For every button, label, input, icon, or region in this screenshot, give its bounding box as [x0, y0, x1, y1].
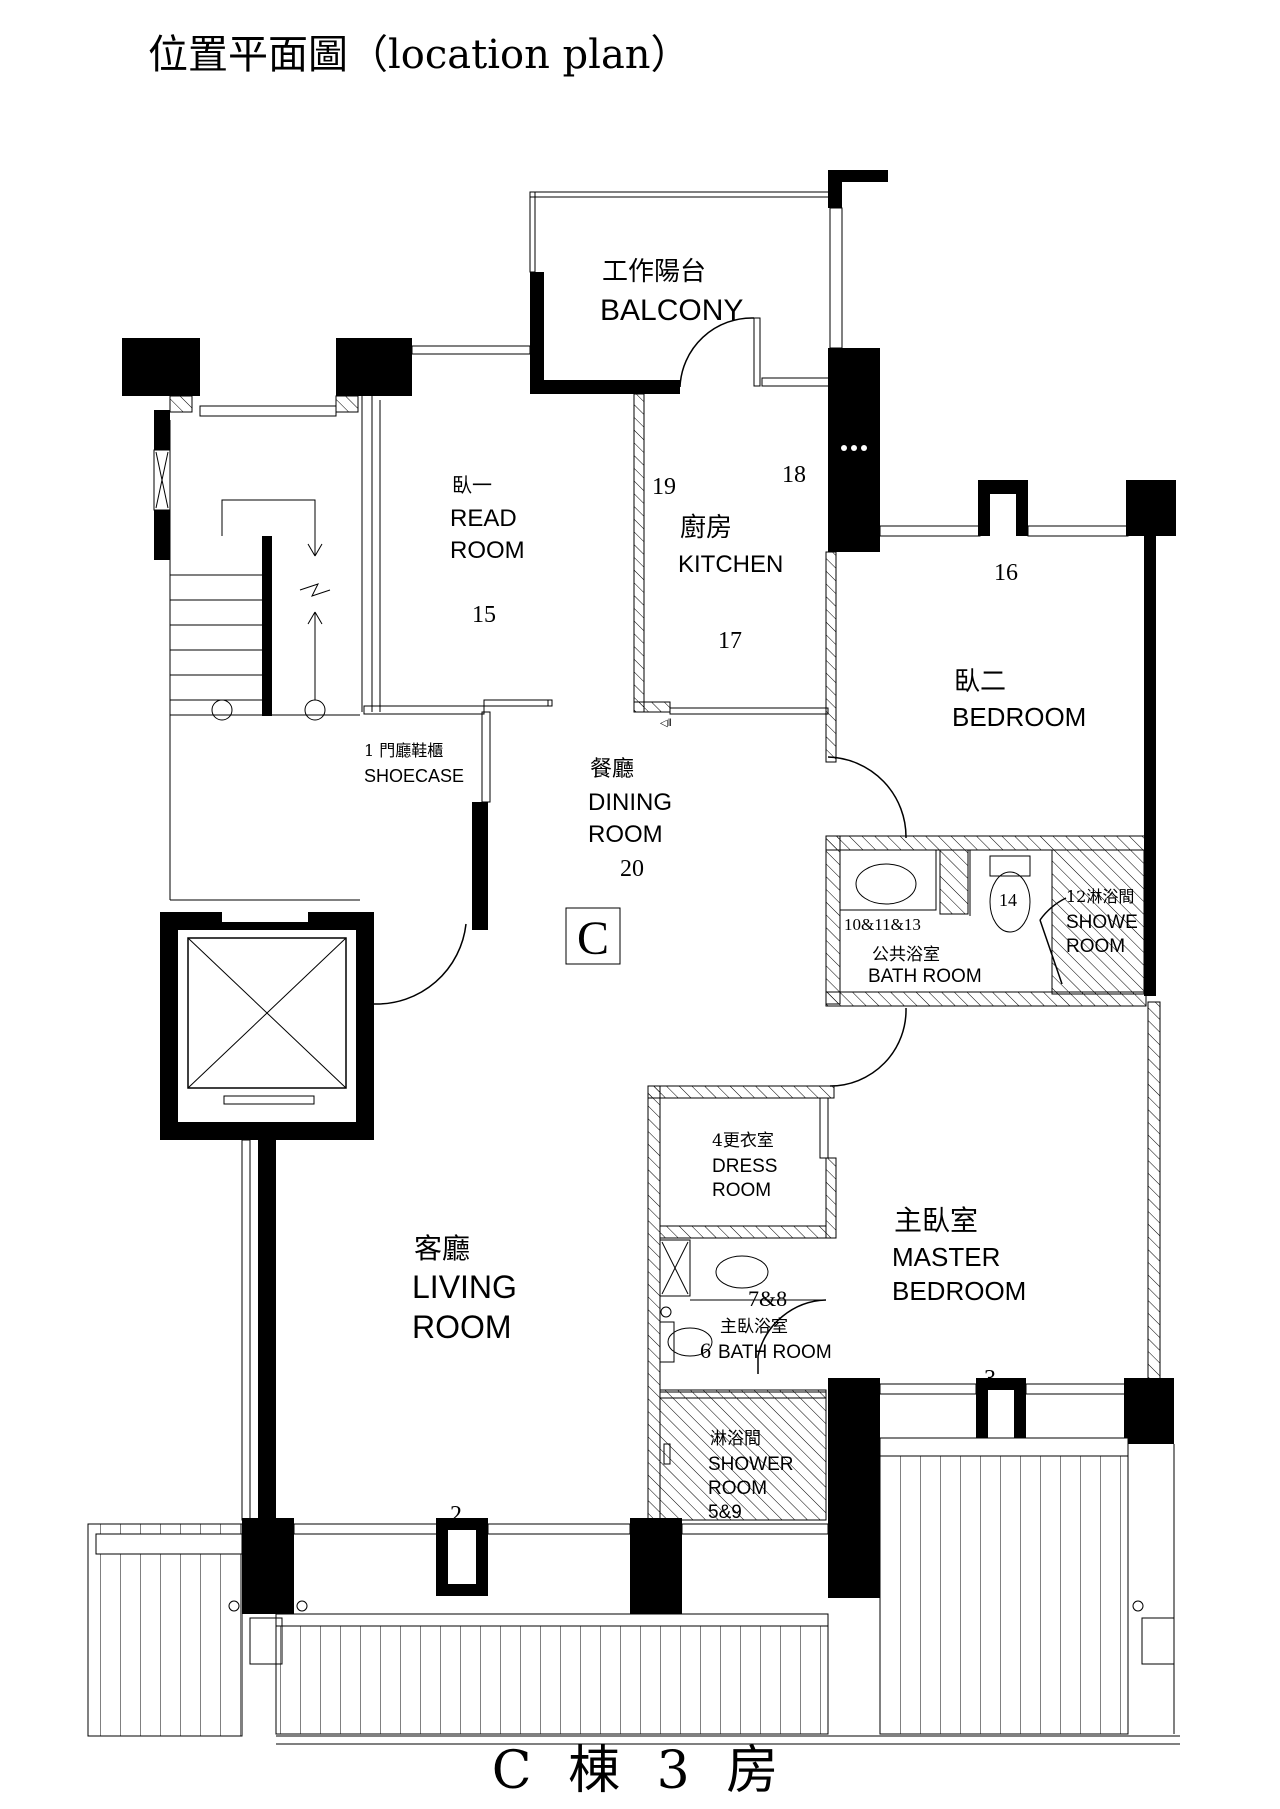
room-bath: 10&11&13 14 公共浴室 BATH ROOM	[844, 890, 1017, 987]
master-bath-number-a: 7&8	[748, 1286, 787, 1311]
kitchen-number-b: 18	[782, 462, 806, 488]
master-east-wall	[1147, 1001, 1161, 1383]
bath-door-swing	[829, 1007, 907, 1087]
kitchen-walls: ◁‖	[633, 393, 837, 763]
master-shower-label-en1: SHOWER	[708, 1454, 794, 1475]
master-bath-label-cn: 主臥浴室	[720, 1317, 788, 1337]
bath-label-en: BATH ROOM	[868, 966, 982, 987]
shower-label-cn: 12淋浴間	[1066, 887, 1134, 906]
master-shower-number: 5&9	[708, 1502, 742, 1523]
dining-label-en2: ROOM	[588, 821, 663, 848]
bedroom2-walls	[879, 480, 1176, 996]
terrace-number: 2	[450, 1502, 462, 1528]
bedroom2-label-en: BEDROOM	[952, 702, 1086, 732]
shower-label-en1: SHOWE	[1066, 912, 1138, 933]
room-balcony: 工作陽台 BALCONY	[600, 257, 743, 327]
room-dining: 餐廳 DINING ROOM 20	[588, 757, 672, 882]
kitchen-number-a: 19	[652, 474, 676, 500]
svg-text:◁‖: ◁‖	[660, 718, 672, 729]
master-bath-label-en: BATH ROOM	[718, 1342, 832, 1363]
read-label-en1: READ	[450, 505, 517, 532]
kitchen-number: 17	[718, 628, 742, 654]
read-label-en2: ROOM	[450, 537, 525, 564]
master-label-en2: BEDROOM	[892, 1276, 1026, 1306]
shower-label-en2: ROOM	[1066, 936, 1125, 957]
shoecase-label-en: SHOECASE	[364, 766, 464, 786]
balcony-door-swing	[679, 317, 755, 388]
plan-title: 位置平面圖（location plan）	[148, 32, 691, 78]
living-west-wall	[241, 1139, 276, 1521]
dining-number: 20	[620, 856, 644, 882]
master-shower-label-cn: 淋浴間	[710, 1429, 761, 1449]
room-living: 客廳 LIVING ROOM	[412, 1232, 517, 1345]
plan-footer: C 棟 3 房	[492, 1741, 788, 1801]
bath-number-a: 10&11&13	[844, 915, 921, 934]
kitchen-label-en: KITCHEN	[678, 551, 783, 578]
dining-label-cn: 餐廳	[590, 757, 634, 782]
south-walls	[242, 1378, 1174, 1614]
stair-core	[122, 338, 531, 901]
master-label-cn: 主臥室	[894, 1204, 978, 1237]
master-bath-number-b: 6	[700, 1338, 711, 1363]
bedroom2-number: 16	[994, 560, 1018, 586]
room-master: 主臥室 MASTER BEDROOM 3	[892, 1204, 1026, 1392]
room-bedroom2: 16 臥二 BEDROOM	[952, 560, 1086, 732]
room-master-shower: 淋浴間 SHOWER ROOM 5&9	[708, 1429, 794, 1523]
master-number: 3	[984, 1366, 996, 1392]
shared-bath	[825, 835, 1147, 1007]
room-read: 臥一 READ ROOM 15	[450, 473, 525, 628]
living-label-en1: LIVING	[412, 1269, 517, 1305]
balcony-label-cn: 工作陽台	[602, 257, 706, 287]
kitchen-label-cn: 廚房	[680, 513, 732, 543]
room-shower: 12淋浴間 SHOWE ROOM	[1066, 887, 1138, 957]
master-suite-walls	[647, 1085, 837, 1523]
terrace	[87, 1437, 1180, 1745]
living-label-cn: 客廳	[414, 1232, 470, 1265]
bedroom2-door-swing	[827, 756, 907, 839]
bath-number-b: 14	[999, 890, 1017, 910]
dress-label-en1: DRESS	[712, 1156, 777, 1177]
room-kitchen: 19 18 廚房 KITCHEN 17	[652, 462, 806, 654]
room-shoecase: 1 門廳鞋櫃 SHOECASE	[364, 741, 464, 786]
master-shower-label-en2: ROOM	[708, 1478, 767, 1499]
shoecase-label-cn: 1 門廳鞋櫃	[364, 741, 443, 760]
dress-label-en2: ROOM	[712, 1180, 771, 1201]
elevator	[160, 912, 374, 1140]
dress-label-cn: 4更衣室	[712, 1131, 774, 1151]
entry-door-swing	[373, 923, 467, 1005]
bath-label-cn: 公共浴室	[872, 945, 940, 965]
read-number: 15	[472, 602, 496, 628]
unit-marker-box	[565, 907, 621, 965]
unit-marker: C	[577, 912, 609, 965]
read-label-cn: 臥一	[452, 473, 492, 497]
master-label-en1: MASTER	[892, 1242, 1000, 1272]
dining-label-en1: DINING	[588, 789, 672, 816]
living-label-en2: ROOM	[412, 1309, 512, 1345]
bedroom2-label-cn: 臥二	[954, 667, 1006, 697]
room-dress: 4更衣室 DRESS ROOM	[712, 1131, 777, 1201]
read-room-walls	[363, 400, 553, 930]
balcony-label-en: BALCONY	[600, 294, 743, 327]
room-master-bath: 7&8 主臥浴室 6 BATH ROOM	[700, 1286, 832, 1363]
